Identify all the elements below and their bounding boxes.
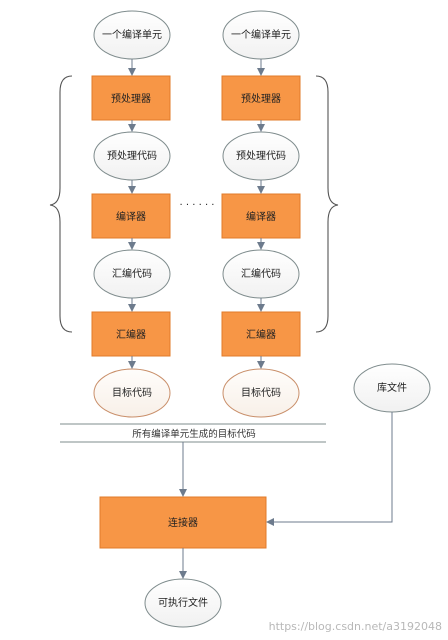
library-to-linker-arrow (266, 412, 393, 526)
right-object-node (222, 368, 300, 418)
left-assembler-box (91, 311, 171, 357)
left-compiler-box (91, 193, 171, 239)
right-compiler-box (221, 193, 301, 239)
left-assembler-label: 汇编器 (116, 328, 146, 341)
left-column: 一个编译单元 预处理器 预处理代码 编译器 汇编代码 汇编器 目标代码 (91, 10, 171, 418)
right-curly-brace (315, 75, 339, 333)
right-preprocessed-label: 预处理代码 (236, 150, 286, 162)
all-objects-label: 所有编译单元生成的目标代码 (132, 428, 256, 440)
executable-label: 可执行文件 (158, 596, 208, 609)
right-preprocessor-label: 预处理器 (241, 93, 281, 105)
right-column: 一个编译单元 预处理器 预处理代码 编译器 汇编代码 汇编器 目标代码 (221, 10, 301, 418)
right-preprocessor-box (221, 75, 301, 121)
right-object-label: 目标代码 (241, 387, 281, 399)
left-preprocessed-label: 预处理代码 (107, 150, 157, 162)
left-preprocessor-label: 预处理器 (111, 93, 151, 105)
right-source-label: 一个编译单元 (231, 28, 291, 41)
left-object-node (93, 368, 171, 418)
left-curly-brace (49, 75, 73, 333)
left-compiler-label: 编译器 (116, 210, 146, 223)
executable-node (144, 578, 222, 628)
watermark-text: https://blog.csdn.net/a3192048 (269, 620, 442, 633)
left-assembly-label: 汇编代码 (112, 267, 152, 280)
columns-ellipsis: · · · · · · (180, 200, 215, 211)
left-preprocessor-box (91, 75, 171, 121)
right-assembler-box (221, 311, 301, 357)
right-assembly-label: 汇编代码 (241, 267, 281, 280)
left-object-label: 目标代码 (112, 387, 152, 399)
library-file-label: 库文件 (377, 381, 407, 394)
right-compiler-label: 编译器 (246, 210, 276, 223)
linker-label: 连接器 (168, 516, 198, 529)
left-source-label: 一个编译单元 (102, 28, 162, 41)
right-assembler-label: 汇编器 (246, 328, 276, 341)
linker-box (99, 496, 267, 549)
